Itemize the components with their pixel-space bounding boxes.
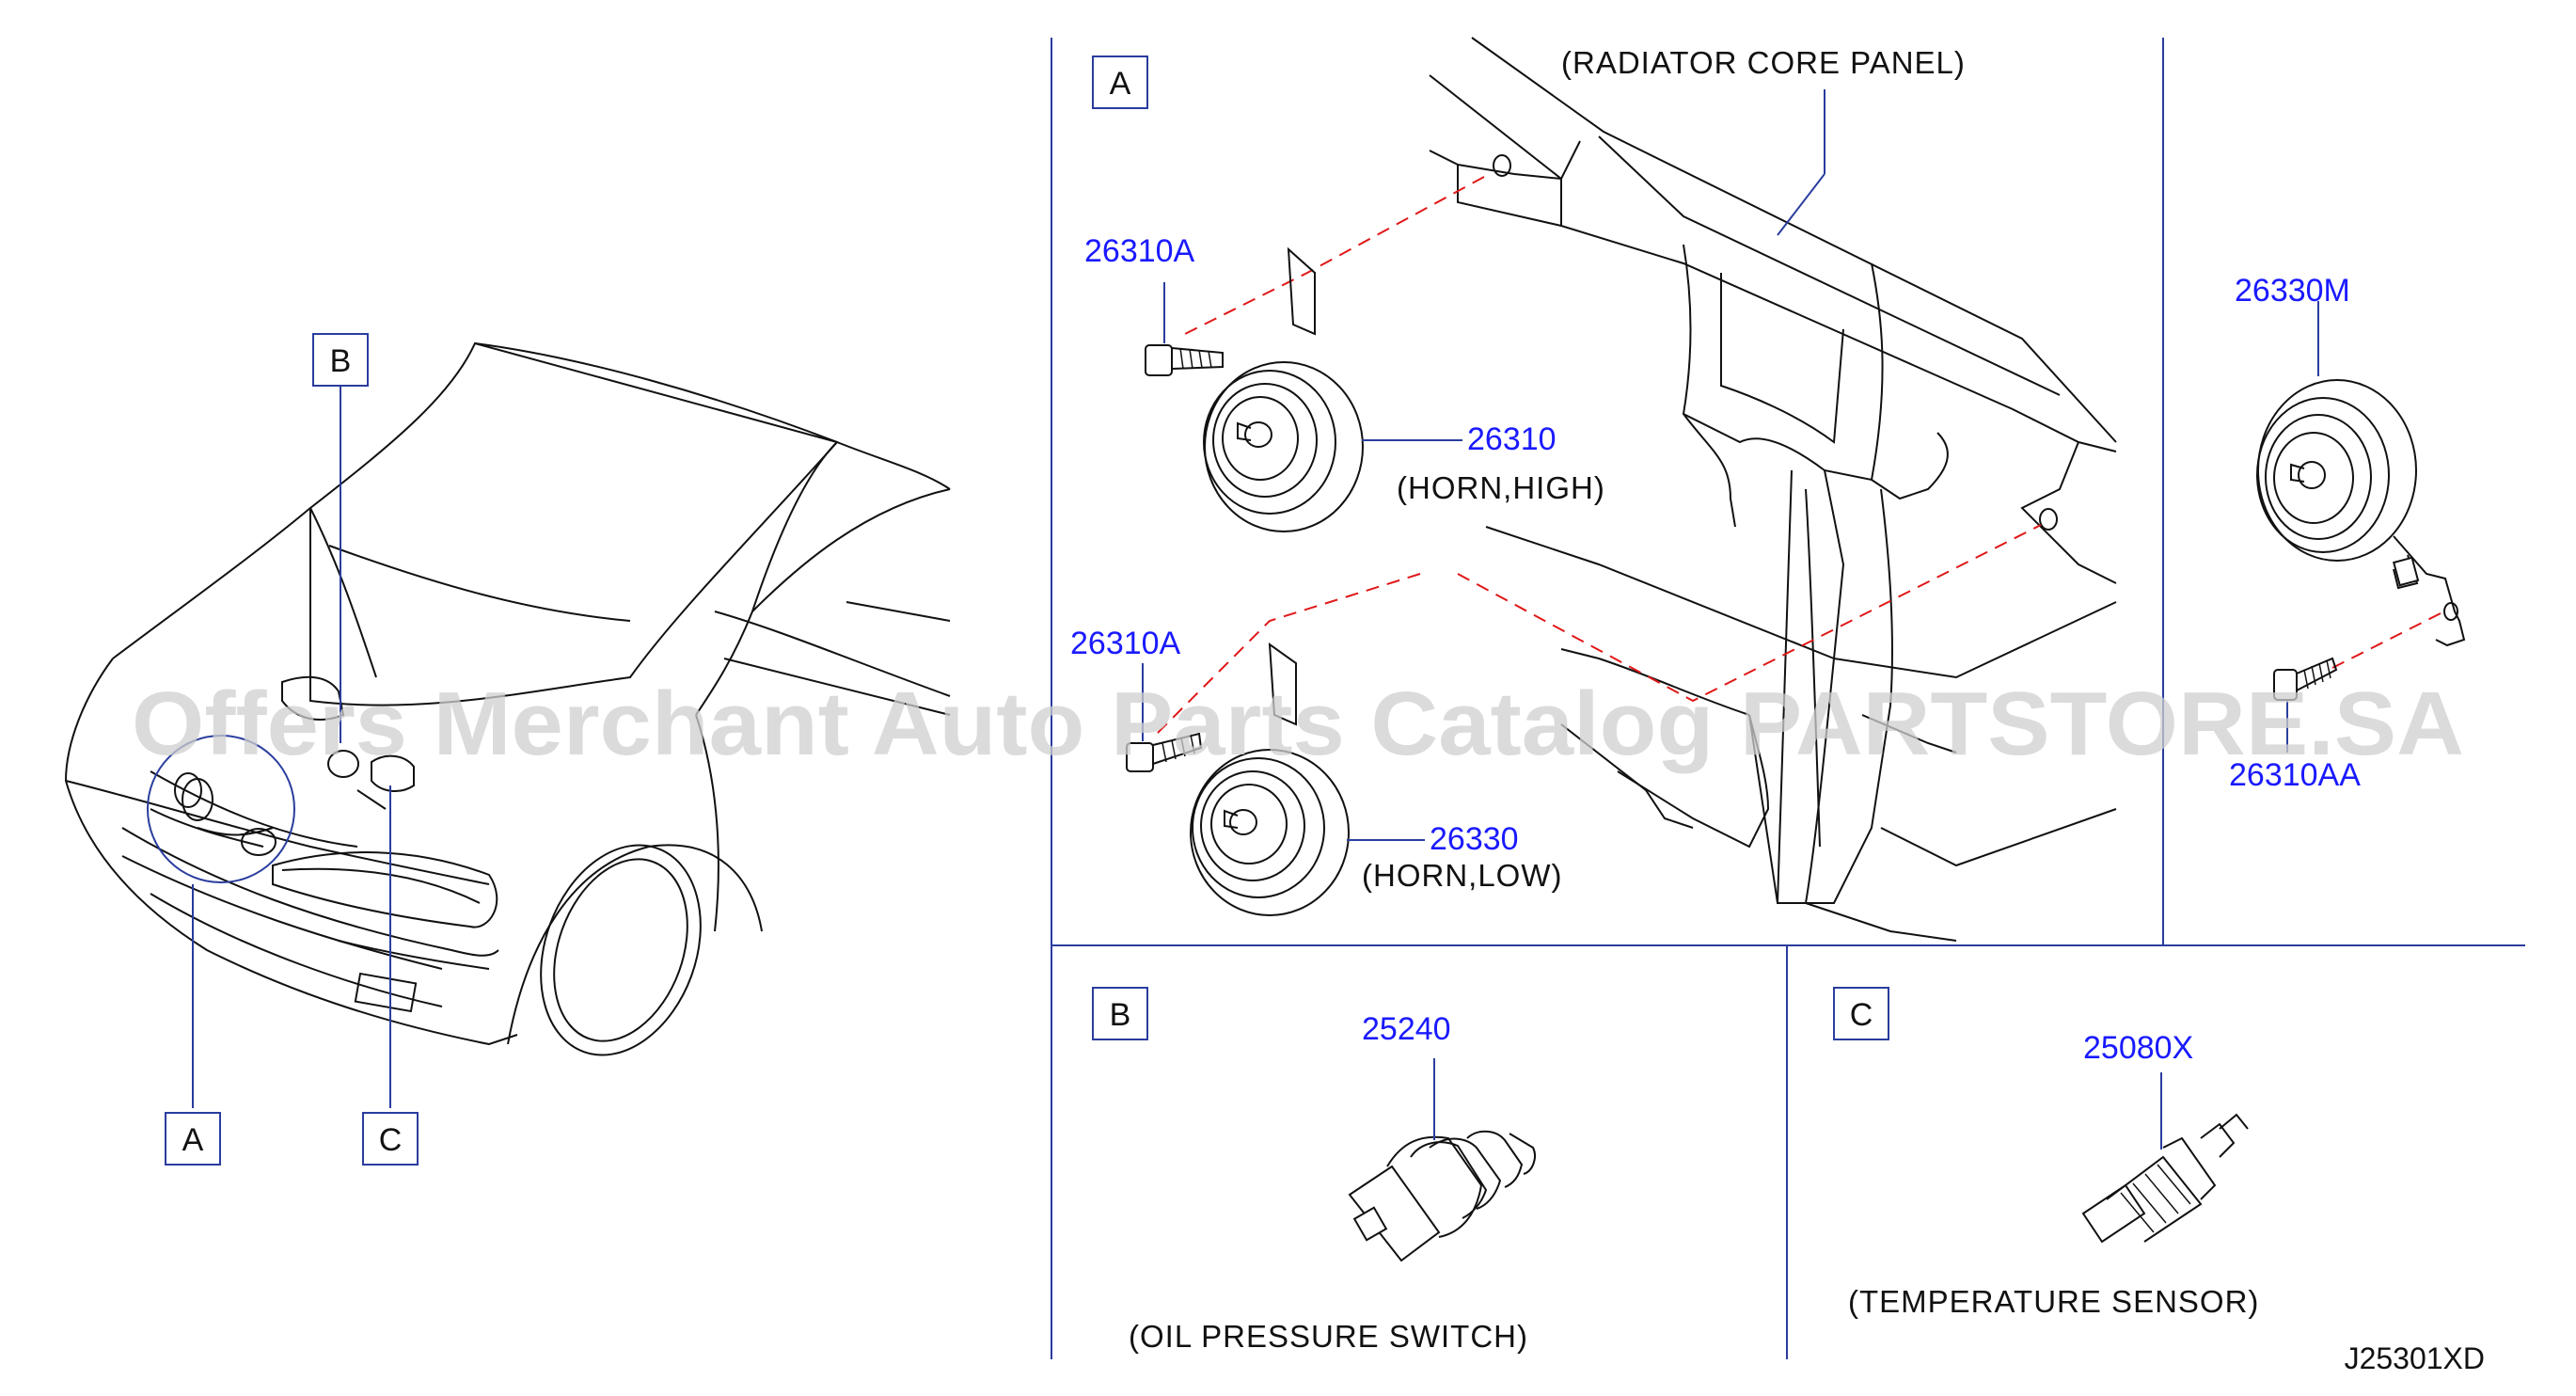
part-25240-label[interactable]: 25240 xyxy=(1362,1011,1451,1047)
panel-borders xyxy=(1051,38,2525,1359)
panel-b-badge xyxy=(1092,987,1148,1040)
panel-c: C 25080X (TEMPERATURE SENSOR) xyxy=(1833,987,2259,1319)
panel-a-badge xyxy=(1092,56,1148,109)
panel-a-badge-label: A xyxy=(1110,66,1131,102)
panel-b-badge-label: B xyxy=(1110,997,1131,1033)
horn-high-desc: (HORN,HIGH) xyxy=(1397,470,1605,505)
bolt-low-drawing xyxy=(1126,732,1203,772)
watermark-text: Offers Merchant Auto Parts Catalog PARTS… xyxy=(132,674,2464,774)
temperature-sensor-drawing xyxy=(2081,1113,2249,1244)
panel-c-badge-label: C xyxy=(1850,997,1873,1033)
part-25080x-label[interactable]: 25080X xyxy=(2083,1030,2193,1066)
callout-box-c[interactable] xyxy=(362,1112,419,1166)
panel-a-right: 26330M 26310AA xyxy=(2229,273,2466,793)
car-overview-drawing xyxy=(64,341,951,1056)
callout-a-label: A xyxy=(182,1122,204,1158)
callout-box-a[interactable] xyxy=(165,1112,221,1166)
horn-low-desc: (HORN,LOW) xyxy=(1362,858,1562,893)
part-26310a-low-label[interactable]: 26310A xyxy=(1070,626,1181,661)
diagram-code: J25301XD xyxy=(2345,1341,2485,1375)
part-26310a-high-label[interactable]: 26310A xyxy=(1084,233,1195,269)
callout-c-label: C xyxy=(379,1122,403,1158)
radiator-core-panel-label: (RADIATOR CORE PANEL) xyxy=(1561,45,1966,80)
panel-b: B 25240 (OIL PRESSURE SWITCH) xyxy=(1092,987,1536,1354)
callout-box-b[interactable] xyxy=(312,333,369,387)
oil-pressure-switch-drawing xyxy=(1348,1130,1536,1262)
horn-m-drawing xyxy=(2256,379,2466,647)
horn-high-drawing xyxy=(1203,246,1364,532)
callout-b-label: B xyxy=(330,343,352,379)
panel-c-badge xyxy=(1833,987,1889,1040)
oil-pressure-switch-desc: (OIL PRESSURE SWITCH) xyxy=(1129,1319,1528,1354)
part-26310-label[interactable]: 26310 xyxy=(1467,421,1557,457)
bolt-aa-drawing xyxy=(2273,657,2338,701)
part-26330-label[interactable]: 26330 xyxy=(1430,821,1519,857)
part-26330m-label[interactable]: 26330M xyxy=(2235,273,2350,309)
part-26310aa-label[interactable]: 26310AA xyxy=(2229,757,2361,793)
temperature-sensor-desc: (TEMPERATURE SENSOR) xyxy=(1848,1284,2259,1319)
panel-a: A xyxy=(1070,37,2117,942)
bolt-high-drawing xyxy=(1145,344,1224,376)
horn-low-drawing xyxy=(1190,642,1350,916)
radiator-core-panel-drawing xyxy=(1429,37,2117,942)
overview-callouts: B A C xyxy=(165,333,419,1166)
